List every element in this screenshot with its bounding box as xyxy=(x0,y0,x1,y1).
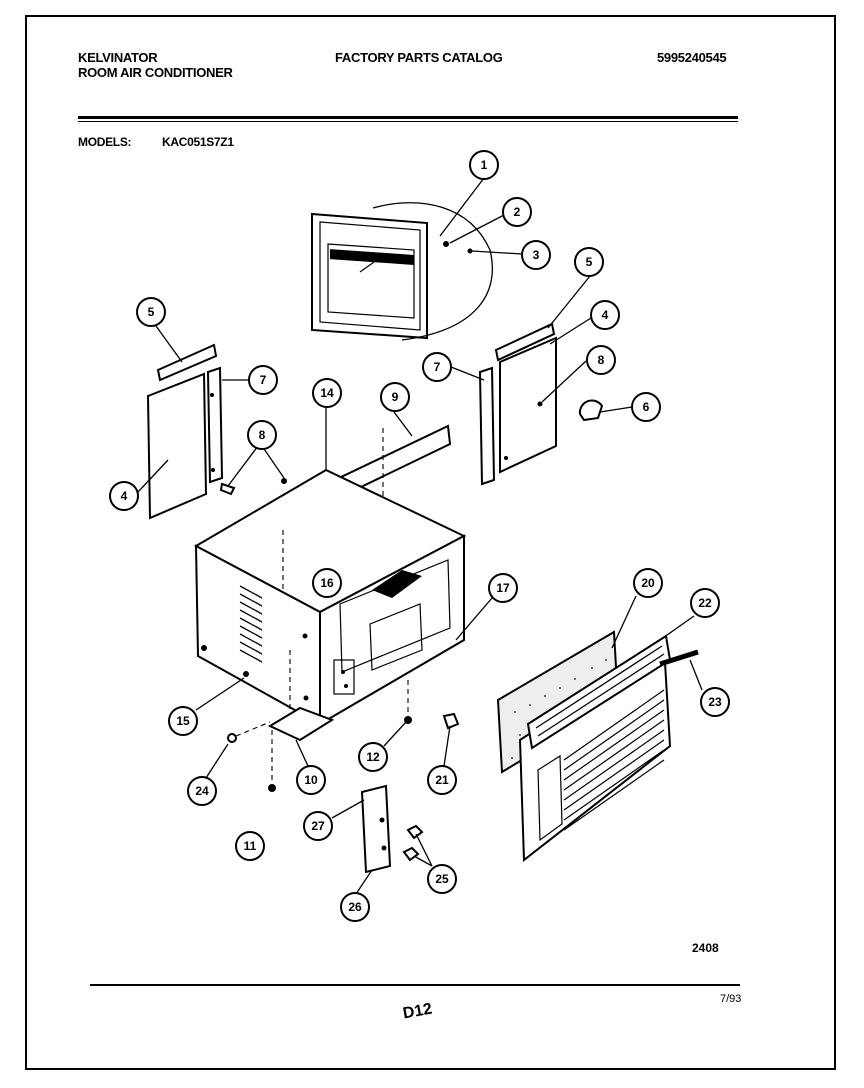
svg-text:4: 4 xyxy=(602,308,609,322)
callout-5-left: 5 xyxy=(136,297,166,327)
svg-text:5: 5 xyxy=(148,305,155,319)
svg-text:8: 8 xyxy=(259,428,266,442)
svg-text:22: 22 xyxy=(698,596,712,610)
svg-text:25: 25 xyxy=(435,872,449,886)
callout-24: 24 xyxy=(187,776,217,806)
callout-9: 9 xyxy=(380,382,410,412)
page-border xyxy=(25,15,836,1070)
left-side-parts xyxy=(146,343,287,520)
svg-text:1: 1 xyxy=(481,158,488,172)
model-number: KAC051S7Z1 xyxy=(162,135,234,149)
callout-6: 6 xyxy=(631,392,661,422)
leader-lines xyxy=(137,177,703,895)
callouts: 1 2 3 5 4 8 6 7 5 7 14 9 8 4 16 17 20 22… xyxy=(109,150,730,922)
callout-4-right: 4 xyxy=(590,300,620,330)
front-grille-assembly xyxy=(496,630,699,862)
svg-text:24: 24 xyxy=(195,784,209,798)
callout-22: 22 xyxy=(690,588,720,618)
svg-text:23: 23 xyxy=(708,695,722,709)
svg-text:15: 15 xyxy=(176,714,190,728)
svg-text:27: 27 xyxy=(311,819,325,833)
svg-text:12: 12 xyxy=(366,750,380,764)
svg-text:11: 11 xyxy=(244,839,257,853)
svg-text:7: 7 xyxy=(434,360,441,374)
callout-7-left: 7 xyxy=(248,365,278,395)
callout-25: 25 xyxy=(427,864,457,894)
callout-15: 15 xyxy=(168,706,198,736)
callout-23: 23 xyxy=(700,687,730,717)
cabinet-part xyxy=(193,468,467,726)
header-rule xyxy=(78,116,738,119)
louver-strip xyxy=(330,249,414,265)
callout-1: 1 xyxy=(469,150,499,180)
callout-2: 2 xyxy=(502,197,532,227)
bottom-hardware xyxy=(227,680,460,792)
callout-7-right: 7 xyxy=(422,352,452,382)
svg-text:4: 4 xyxy=(121,489,128,503)
cabinet-side-vents xyxy=(239,585,263,663)
callout-16: 16 xyxy=(312,568,342,598)
product-name: ROOM AIR CONDITIONER xyxy=(78,65,233,80)
footer-rule xyxy=(90,984,740,986)
catalog-number: 5995240545 xyxy=(657,50,727,65)
svg-text:3: 3 xyxy=(533,248,540,262)
svg-text:16: 16 xyxy=(320,576,334,590)
svg-text:9: 9 xyxy=(392,390,399,404)
callout-11: 11 xyxy=(235,831,265,861)
models-label: MODELS: xyxy=(78,135,132,149)
brand-name: KELVINATOR xyxy=(78,50,158,65)
right-side-parts xyxy=(478,322,604,486)
header-rule-thin xyxy=(78,121,738,122)
catalog-title: FACTORY PARTS CATALOG xyxy=(335,50,503,65)
callout-3: 3 xyxy=(521,240,551,270)
svg-text:2: 2 xyxy=(514,205,521,219)
callout-12: 12 xyxy=(358,742,388,772)
callout-8-right: 8 xyxy=(586,345,616,375)
callout-5-right: 5 xyxy=(574,247,604,277)
svg-text:8: 8 xyxy=(598,353,605,367)
callout-21: 21 xyxy=(427,765,457,795)
revision-date: 7/93 xyxy=(720,993,742,1005)
callout-14: 14 xyxy=(312,378,342,408)
svg-text:14: 14 xyxy=(320,386,334,400)
svg-text:21: 21 xyxy=(435,773,449,787)
callout-17: 17 xyxy=(488,573,518,603)
svg-text:7: 7 xyxy=(260,373,267,387)
svg-text:26: 26 xyxy=(348,900,362,914)
figure-number: 2408 xyxy=(692,941,719,955)
svg-text:17: 17 xyxy=(496,581,510,595)
svg-text:5: 5 xyxy=(586,255,593,269)
mounting-bracket xyxy=(360,784,424,874)
callout-10: 10 xyxy=(296,765,326,795)
callout-20: 20 xyxy=(633,568,663,598)
svg-text:6: 6 xyxy=(643,400,650,414)
svg-text:20: 20 xyxy=(641,576,655,590)
front-panel-part xyxy=(311,202,494,341)
callout-8-left: 8 xyxy=(247,420,277,450)
svg-text:10: 10 xyxy=(304,773,318,787)
callout-26: 26 xyxy=(340,892,370,922)
callout-27: 27 xyxy=(303,811,333,841)
callout-4-left: 4 xyxy=(109,481,139,511)
